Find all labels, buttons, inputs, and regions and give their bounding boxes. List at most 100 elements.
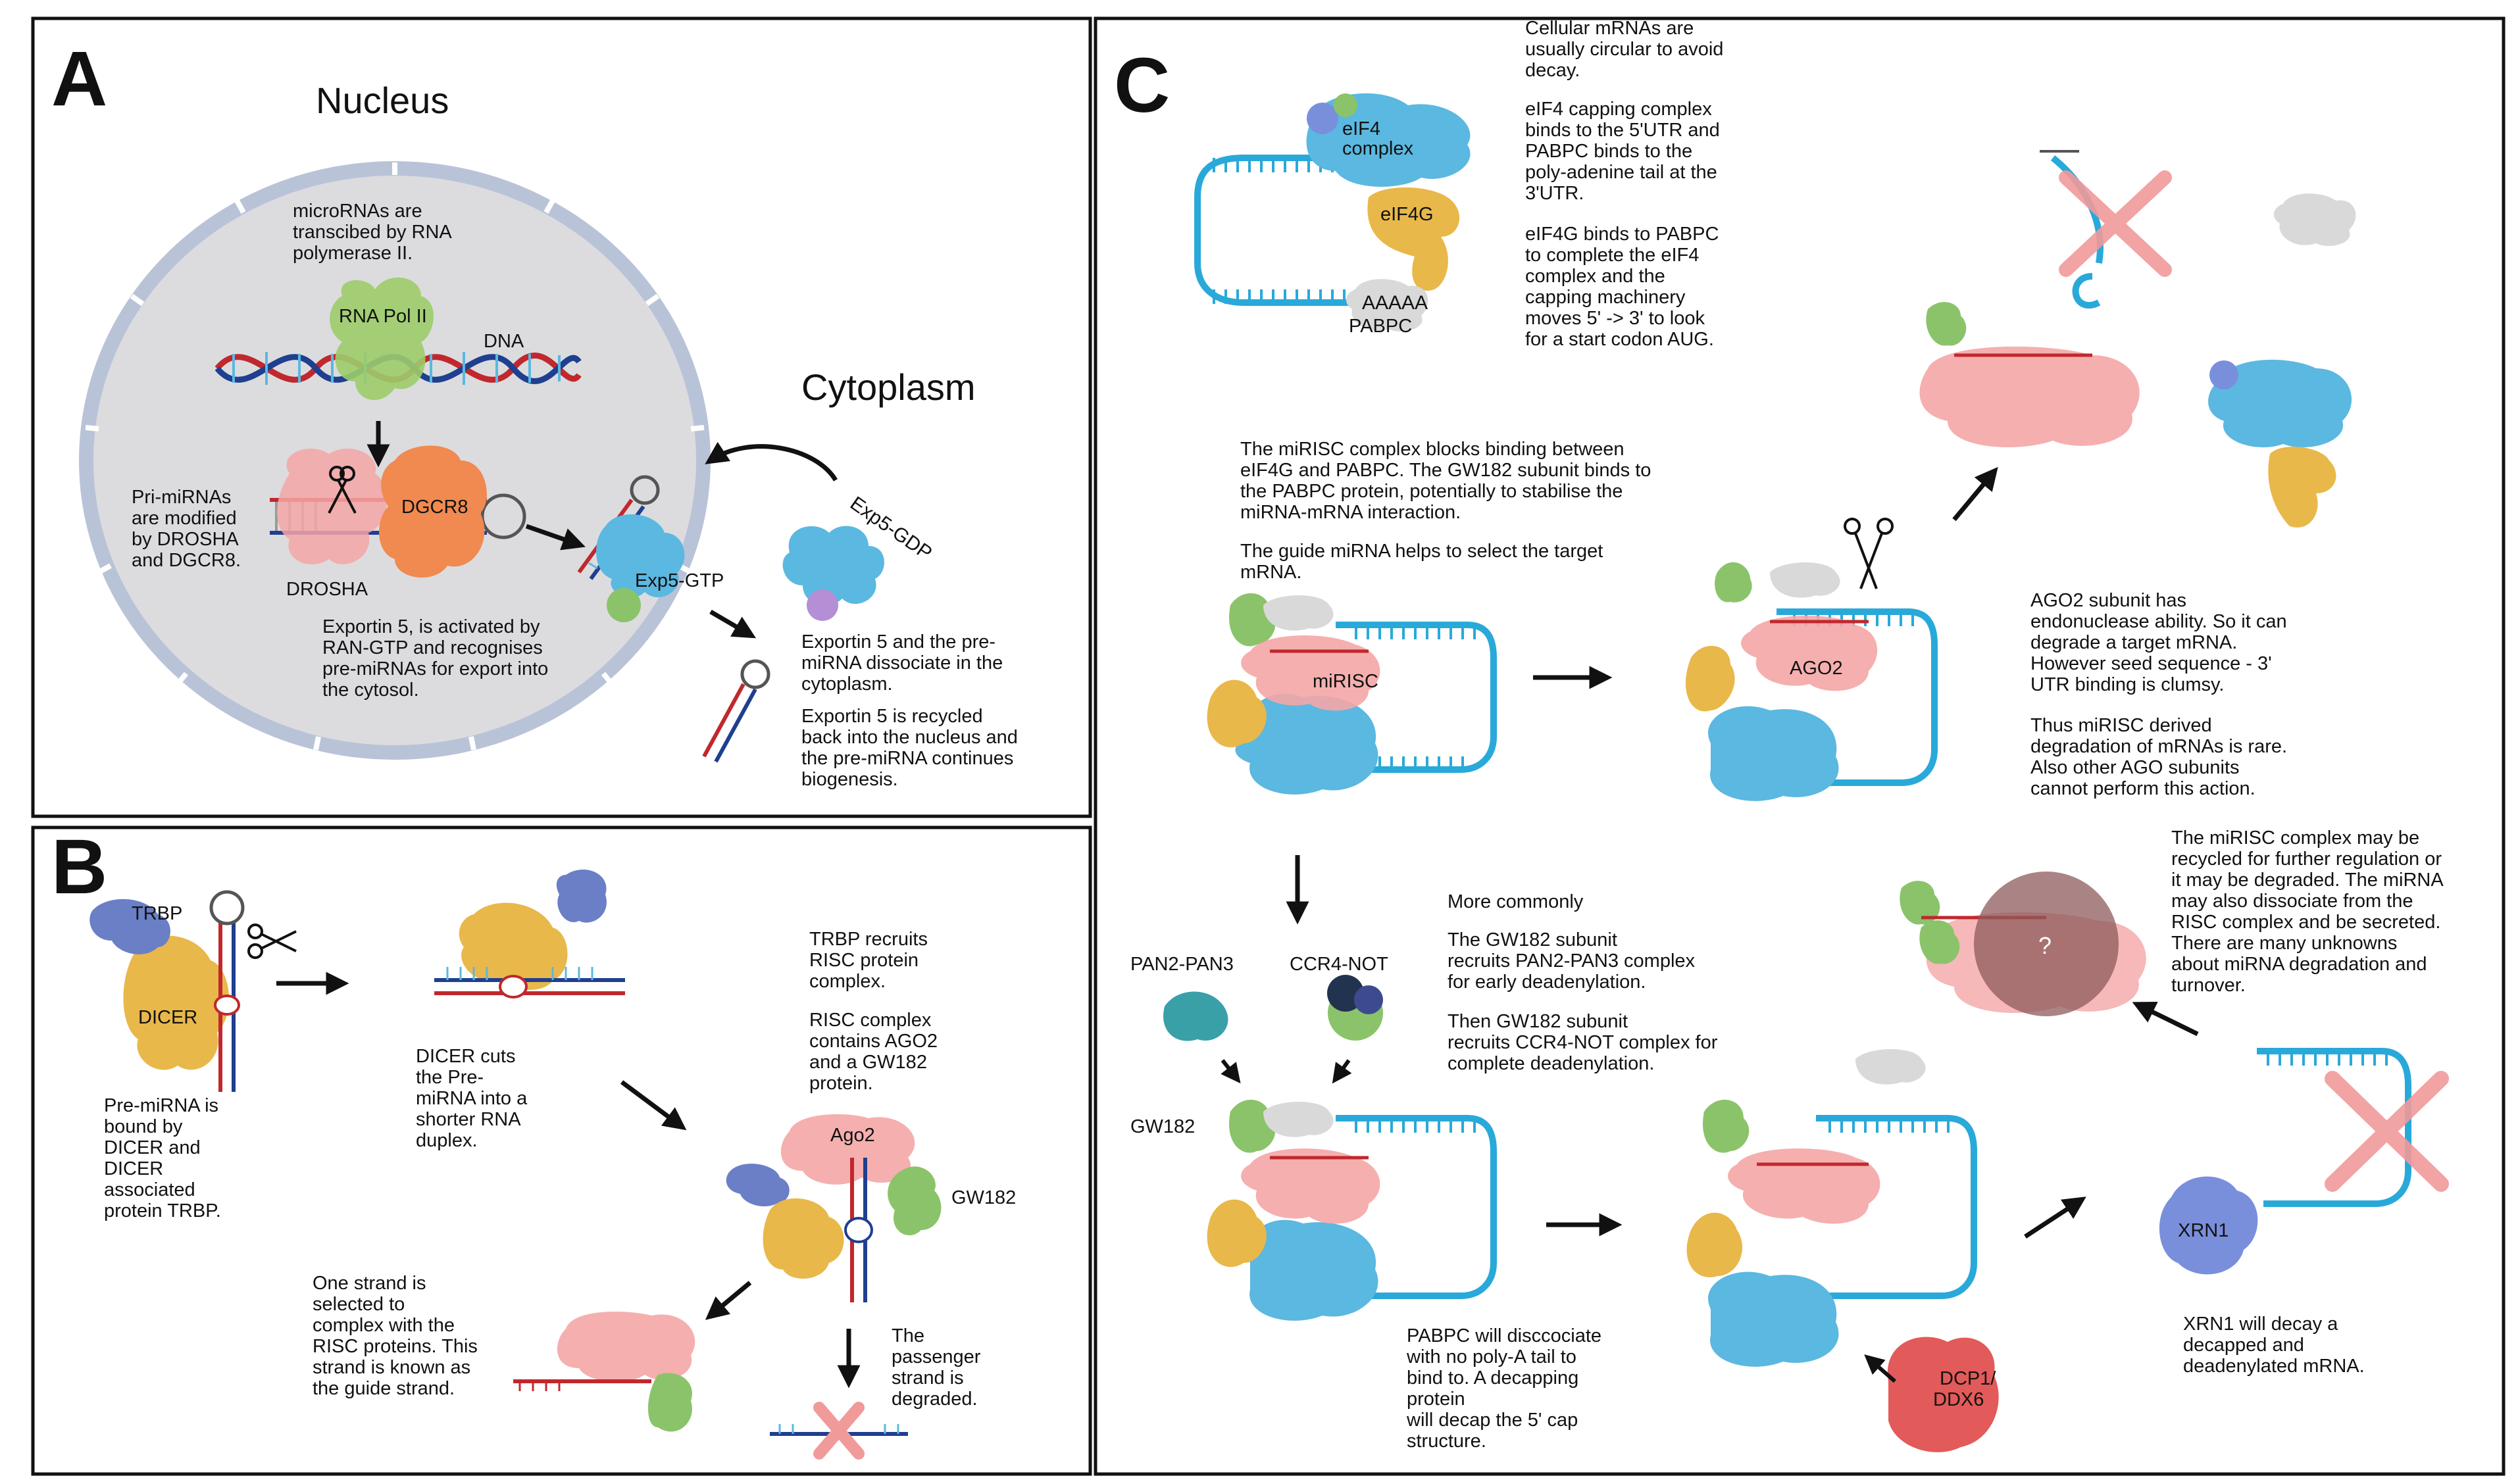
- trbp-protein: [89, 899, 170, 954]
- arrow-export-out: [709, 609, 757, 639]
- degraded-cross-icon: [2325, 1071, 2449, 1192]
- dcp1-ddx6-protein: [1887, 1337, 1999, 1452]
- mirisc-complex: [1207, 593, 1497, 795]
- gw182-protein-b: [888, 1166, 942, 1236]
- eif4g-protein: [1367, 187, 1460, 291]
- ago2-label-c: AGO2: [1790, 658, 1843, 679]
- ago2-label-b: Ago2: [830, 1125, 875, 1146]
- rna-pol-ii-protein: [330, 277, 434, 401]
- bound-text: Pre-miRNA is bound by DICER and DICER as…: [104, 1095, 224, 1221]
- pabpc-protein: [1346, 279, 1428, 332]
- arrow-to-risc: [620, 1080, 687, 1131]
- dicer-cut-protein: [459, 869, 607, 990]
- trbp-label: TRBP: [132, 903, 182, 924]
- guide-text: One strand is selected to complex with t…: [313, 1273, 483, 1399]
- guide-select-text: The guide miRNA helps to select the targ…: [1240, 541, 1608, 583]
- gw182-label-b: GW182: [951, 1187, 1016, 1208]
- ccr4-label: CCR4-NOT: [1290, 954, 1388, 975]
- ago2-cleavage-complex: [1685, 562, 1938, 801]
- eif4g-text: eIF4G binds to PABPC to complete the eIF…: [1525, 224, 1725, 350]
- cytoplasm-title: Cytoplasm: [801, 366, 976, 408]
- arrow-ccr4: [1332, 1059, 1352, 1084]
- polya-label: AAAAA: [1362, 292, 1428, 314]
- mirna-strands-b: [844, 1158, 873, 1302]
- arrow-guide: [705, 1281, 752, 1320]
- dissociate-text: Exportin 5 and the pre- miRNA dissociate…: [801, 631, 1008, 695]
- scissors-icon: [247, 924, 297, 959]
- passenger-text: The passenger strand is degraded.: [892, 1325, 986, 1410]
- arrow-to-cleaved: [1952, 466, 1998, 522]
- risc-text: RISC complex contains AGO2 and a GW182 p…: [809, 1010, 943, 1094]
- xrn1-protein: [2159, 1176, 2258, 1275]
- panel-b-frame: [31, 825, 1092, 1476]
- dcp1-label: DCP1/ DDX6: [1933, 1368, 2001, 1410]
- trbp-protein-b: [726, 1164, 790, 1207]
- pri-mirna-text: Pri-miRNAs are modified by DROSHA and DG…: [132, 487, 243, 571]
- arrow-to-xrn1: [2024, 1196, 2086, 1239]
- pre-mirna-hairpin-2: [702, 659, 770, 763]
- pre-mirna-b: [209, 890, 245, 1092]
- eif4-complex-protein: [1306, 93, 1471, 187]
- recruit-text: TRBP recruits RISC protein complex.: [809, 929, 933, 992]
- arrow-pan2: [1221, 1059, 1241, 1084]
- released-eif4: [2208, 359, 2352, 528]
- exportin5-gtp-protein: [596, 514, 685, 622]
- arrow-recycle: [705, 441, 838, 481]
- panel-c-frame: [1094, 16, 2506, 1476]
- arrow-to-export: [525, 524, 586, 551]
- xrn1-text: XRN1 will decay a decapped and deadenyla…: [2183, 1314, 2365, 1377]
- dicer-label: DICER: [138, 1007, 197, 1028]
- dicer-protein-b: [763, 1198, 844, 1279]
- released-mirisc: [1919, 302, 2140, 447]
- pabpc-label: PABPC: [1349, 316, 1412, 337]
- deadenylation-complex: [1207, 1099, 1497, 1321]
- gw182-label-c: GW182: [1130, 1116, 1195, 1137]
- pan2-text: The GW182 subunit recruits PAN2-PAN3 com…: [1448, 929, 1700, 993]
- guide-complex: [513, 1312, 695, 1432]
- question-mark: ?: [2038, 932, 2052, 959]
- mirna-duplex: [434, 967, 625, 998]
- recycle-text: Exportin 5 is recycled back into the nuc…: [801, 706, 1023, 790]
- capping-text: eIF4 capping complex binds to the 5'UTR …: [1525, 99, 1725, 204]
- arrow-to-recycle: [2132, 1002, 2199, 1037]
- rare-text: Thus miRISC derived degradation of mRNAs…: [2030, 715, 2292, 799]
- xrn1-decay-mrna: [2257, 1048, 2411, 1207]
- exportin5-gdp-protein: [782, 526, 884, 621]
- transcription-text: microRNAs are transcibed by RNA polymera…: [293, 201, 456, 264]
- panel-a-frame: [31, 16, 1092, 818]
- exp5gtp-label: Exp5-GTP: [635, 570, 724, 591]
- decapping-complex: [1686, 1049, 1977, 1367]
- panel-a-letter: A: [51, 36, 107, 122]
- degraded-cross-icon: [2059, 170, 2172, 277]
- mirisc-label: miRISC: [1313, 671, 1378, 692]
- rna-pol-label: RNA Pol II: [339, 306, 427, 327]
- nucleus-title: Nucleus: [316, 80, 449, 121]
- scissors-icon: [328, 466, 357, 514]
- dna-label: DNA: [484, 331, 524, 352]
- panel-c-letter: C: [1114, 42, 1170, 129]
- ccr4-not-protein: [1327, 975, 1383, 1041]
- dgcr8-protein: [379, 445, 487, 578]
- pan2-label: PAN2-PAN3: [1130, 954, 1234, 975]
- dgcr8-label: DGCR8: [401, 497, 468, 518]
- eif4-complex-label: eIF4 complex: [1342, 118, 1413, 159]
- scissors-icon: [1844, 518, 1894, 589]
- cuts-text: DICER cuts the Pre- miRNA into a shorter…: [416, 1046, 532, 1151]
- ago2-text: AGO2 subunit has endonuclease ability. S…: [2030, 590, 2292, 695]
- circular-text: Cellular mRNAs are usually circular to a…: [1525, 18, 1728, 81]
- eif4g-label: eIF4G: [1380, 204, 1434, 225]
- xrn1-label: XRN1: [2178, 1220, 2229, 1241]
- panel-b-letter: B: [51, 824, 107, 910]
- degraded-cross-icon: [813, 1402, 865, 1460]
- dicer-protein: [123, 935, 230, 1070]
- pabpc-dissociate-text: PABPC will disccociate with no poly-A ta…: [1406, 1325, 1607, 1452]
- pabpc-released: [2273, 193, 2356, 246]
- ccr4-text: Then GW182 subunit recruits CCR4-NOT com…: [1448, 1011, 1723, 1074]
- exportin-text: Exportin 5, is activated by RAN-GTP and …: [322, 616, 553, 701]
- mirisc-block-text: The miRISC complex blocks binding betwee…: [1240, 439, 1656, 523]
- pan2-pan3-protein: [1163, 991, 1228, 1041]
- drosha-label: DROSHA: [286, 579, 368, 600]
- recycled-text: The miRISC complex may be recycled for f…: [2171, 827, 2448, 996]
- ago2-protein-b: [780, 1114, 915, 1185]
- more-commonly-text: More commonly: [1448, 891, 1584, 912]
